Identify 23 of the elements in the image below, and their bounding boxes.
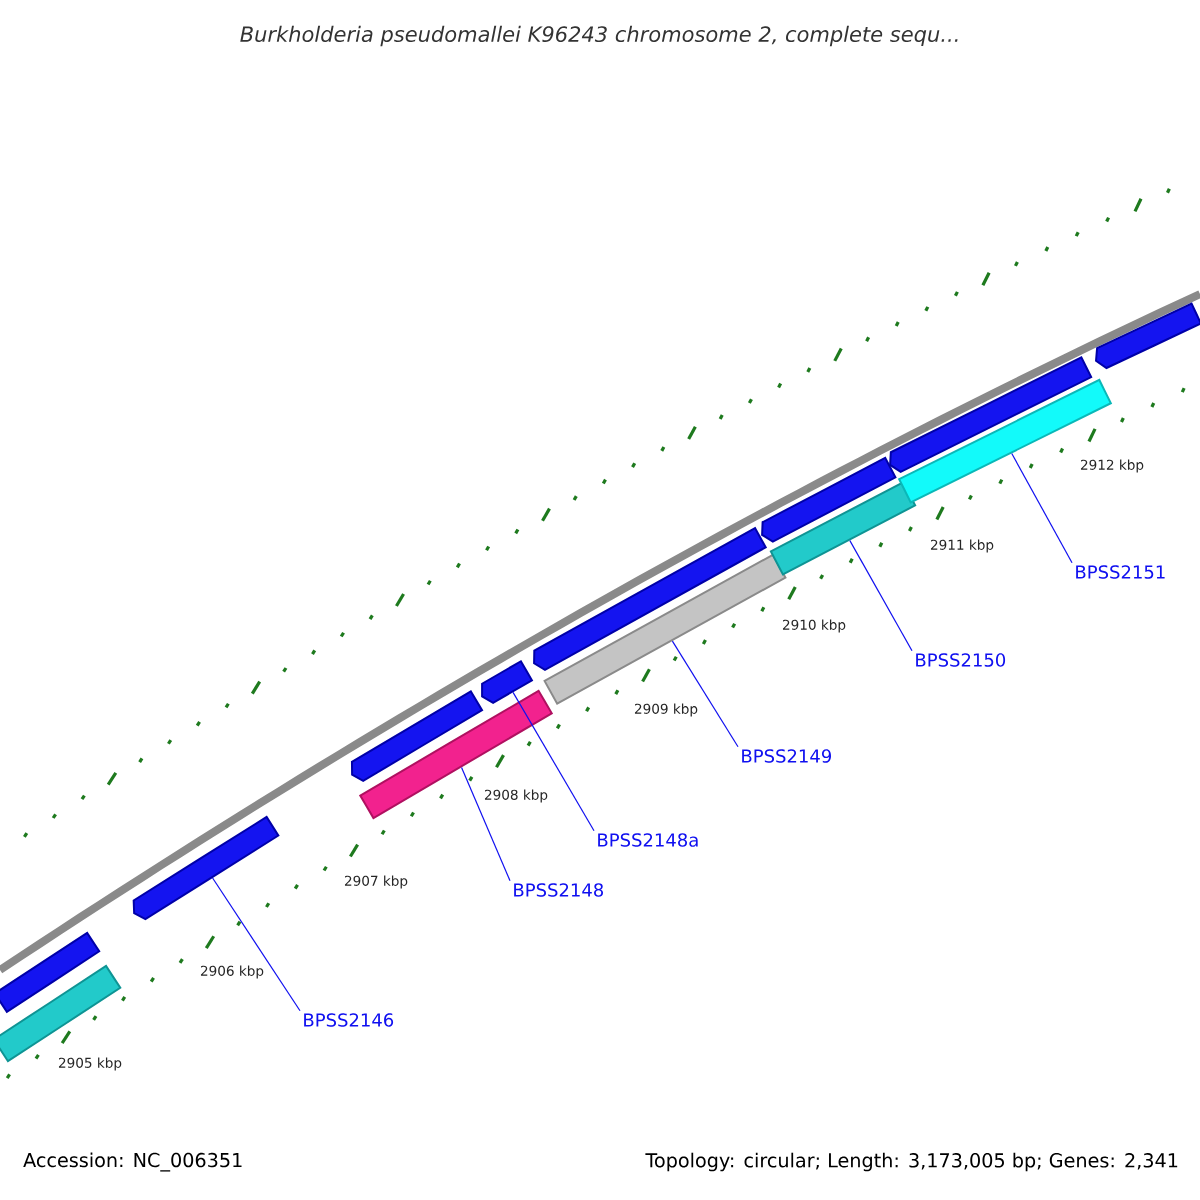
gene-label: BPSS2151 xyxy=(1076,565,1165,579)
gene-block xyxy=(769,481,917,576)
gene-block xyxy=(533,526,768,671)
gene-label: BPSS2148 xyxy=(514,883,604,897)
gene-block xyxy=(1095,302,1200,370)
gene-block xyxy=(132,815,280,921)
gene-block xyxy=(481,659,534,704)
gene-label: BPSS2149 xyxy=(742,749,831,763)
leader-line xyxy=(849,540,913,652)
accession-text: Accession: NC_006351 xyxy=(23,1152,242,1172)
gene-label: BPSS2146 xyxy=(304,1013,394,1027)
title: Burkholderia pseudomallei K96243 chromosome 2, complete sequ... xyxy=(240,25,958,47)
leader-line xyxy=(512,691,595,832)
gene-block xyxy=(761,456,897,543)
leader-line xyxy=(671,640,739,748)
leader-line xyxy=(212,877,301,1012)
gene-block xyxy=(350,689,484,782)
leader-line xyxy=(460,766,511,882)
gene-block xyxy=(0,931,101,1014)
gene-label: BPSS2150 xyxy=(916,653,1006,667)
gene-label: BPSS2148a xyxy=(598,833,698,847)
summary-text: Topology: circular; Length: 3,173,005 bp; Genes: 2,341 xyxy=(645,1152,1178,1172)
gene-block xyxy=(543,553,787,706)
